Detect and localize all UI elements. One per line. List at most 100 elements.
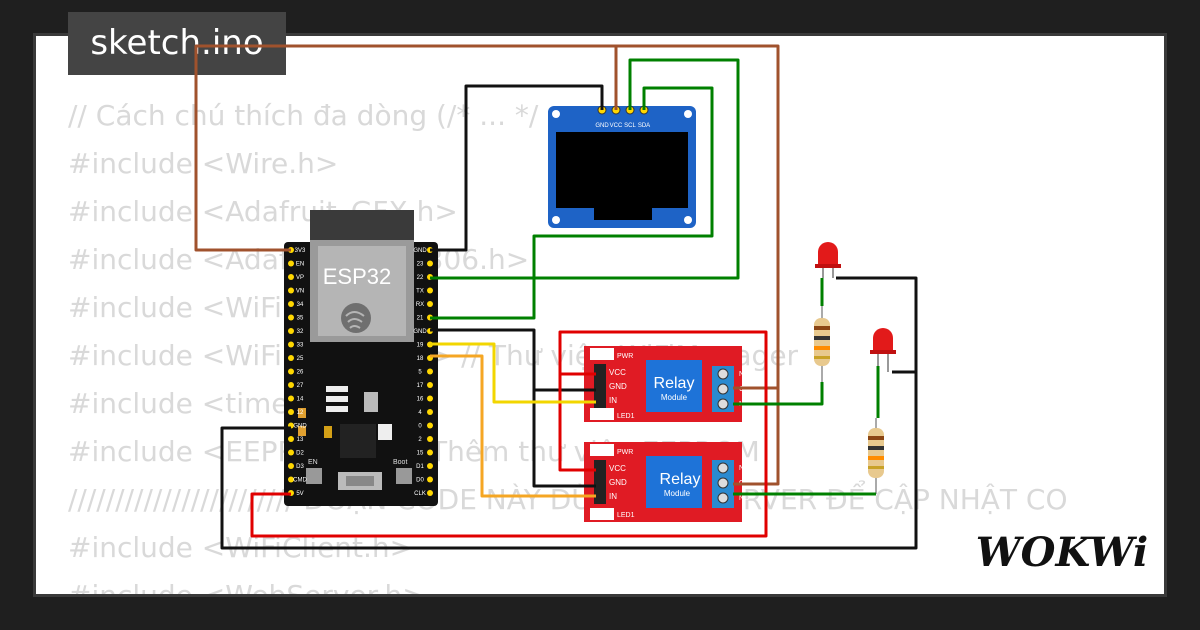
esp32-pin-27[interactable] <box>288 382 294 388</box>
esp32-left-header: 3V3ENVPVN343532332526271412GND13D2D3CMD5… <box>288 247 307 497</box>
esp32-pin-clk[interactable] <box>427 490 433 496</box>
relay2-pin-nc: NC <box>739 465 749 472</box>
relay2-title: Relay <box>660 471 701 488</box>
code-line: //////////////////////// ĐOẠN CODE NÀY D… <box>68 483 1068 516</box>
esp32-pin-4[interactable] <box>427 409 433 415</box>
esp32-pin-d0[interactable] <box>427 476 433 483</box>
wire-brown-relay-com[interactable] <box>614 44 780 486</box>
esp32-pin-vn[interactable] <box>288 287 294 294</box>
esp32-pin-35[interactable] <box>288 314 294 321</box>
esp32-pin-en[interactable] <box>288 260 294 267</box>
relay-module-2[interactable]: PWR VCC GND IN LED1 Relay Module NC COM … <box>584 442 756 522</box>
led-1[interactable] <box>815 242 841 278</box>
wire-black-relay1-gnd[interactable] <box>430 328 596 392</box>
esp32-pin-13[interactable] <box>288 436 294 442</box>
wire-green-sda[interactable] <box>430 86 714 320</box>
esp32-pin-label: 2 <box>418 437 422 443</box>
esp32-pin-14[interactable] <box>288 395 294 402</box>
esp32-pin-label: 25 <box>297 356 304 362</box>
relay1-title: Relay <box>654 375 695 392</box>
esp32-pin-25[interactable] <box>288 355 294 361</box>
relay2-pin-vcc: VCC <box>609 464 626 473</box>
esp32-pin-label: 15 <box>417 451 424 457</box>
esp32-pin-23[interactable] <box>427 260 433 267</box>
wire-red-relay2-vcc[interactable] <box>558 374 596 472</box>
esp32-pin-34[interactable] <box>288 301 294 307</box>
wire-black-relay2-gnd[interactable] <box>532 390 596 488</box>
esp32-pin-12[interactable] <box>288 409 294 415</box>
esp32-pin-2[interactable] <box>427 436 433 442</box>
esp32-board[interactable]: ESP32 EN Boot 3V3ENVPVN34353233252627141… <box>284 210 438 506</box>
wire-red-5v[interactable] <box>250 330 768 538</box>
relay1-pin-gnd: GND <box>609 382 627 391</box>
oled-pin-vcc: VCC <box>610 123 623 129</box>
esp32-pin-label: CMD <box>293 478 307 484</box>
esp32-pin-32[interactable] <box>288 328 294 334</box>
en-button[interactable] <box>306 468 322 484</box>
resistor-1[interactable] <box>814 306 830 382</box>
esp32-pin-label: 5 <box>418 370 422 376</box>
wire-green-relay1-no[interactable] <box>733 382 824 406</box>
esp32-pin-17[interactable] <box>427 382 433 388</box>
esp32-pin-d2[interactable] <box>288 449 294 456</box>
led-2[interactable] <box>870 328 896 372</box>
esp32-pin-label: 26 <box>297 370 304 376</box>
esp32-pin-rx[interactable] <box>427 301 433 307</box>
wire-orange-in2[interactable] <box>430 354 596 498</box>
esp32-pin-label: D3 <box>296 464 304 470</box>
esp32-pin-label: 35 <box>297 316 304 322</box>
espressif-logo-icon <box>341 303 371 333</box>
esp32-pin-label: GND <box>413 329 427 335</box>
esp32-pin-label: GND <box>293 424 307 430</box>
esp32-pin-0[interactable] <box>427 422 433 429</box>
esp32-pin-label: VN <box>296 289 304 295</box>
esp32-pin-label: CLK <box>414 491 426 497</box>
esp32-pin-16[interactable] <box>427 395 433 402</box>
esp32-pin-label: 18 <box>417 356 424 362</box>
oled-pin-sda: SDA <box>638 123 650 129</box>
relay2-led-label: LED1 <box>617 512 635 519</box>
wire-black-gnd-led[interactable] <box>220 276 918 550</box>
esp32-pin-label: 33 <box>297 343 304 349</box>
esp32-pin-15[interactable] <box>427 449 433 456</box>
esp32-pin-label: 34 <box>297 302 304 308</box>
relay2-pin-gnd: GND <box>609 478 627 487</box>
resistor-2[interactable] <box>868 418 884 494</box>
relay1-led-label: LED1 <box>617 413 635 420</box>
esp32-pin-label: 5V <box>296 491 303 497</box>
esp32-pin-label: 21 <box>417 316 424 322</box>
boot-label: Boot <box>393 459 407 466</box>
wire-green-scl[interactable] <box>430 58 740 280</box>
boot-button[interactable] <box>396 468 412 484</box>
esp32-pin-cmd[interactable] <box>288 476 294 483</box>
wire-yellow-in1[interactable] <box>430 342 596 404</box>
relay2-pwr-label: PWR <box>617 449 633 456</box>
oled-display[interactable]: GND VCC SCL SDA <box>548 105 696 228</box>
esp32-pin-vp[interactable] <box>288 274 294 280</box>
esp32-pin-33[interactable] <box>288 341 294 348</box>
esp32-pin-tx[interactable] <box>427 287 433 294</box>
wire-black-oled-gnd[interactable] <box>430 84 604 252</box>
esp32-pin-label: 17 <box>417 383 424 389</box>
relay2-subtitle: Module <box>664 489 691 498</box>
esp32-pin-5[interactable] <box>427 368 433 375</box>
esp32-pin-label: GND <box>413 248 427 254</box>
esp32-pin-label: 32 <box>297 329 304 335</box>
esp32-pin-label: 3V3 <box>295 248 306 254</box>
esp32-pin-label: 23 <box>417 262 424 268</box>
esp32-pin-label: 19 <box>417 343 424 349</box>
esp32-pin-label: 0 <box>418 424 422 430</box>
esp32-pin-d1[interactable] <box>427 463 433 469</box>
esp32-pin-label: 12 <box>297 410 304 416</box>
relay1-subtitle: Module <box>661 393 688 402</box>
esp32-pin-label: D2 <box>296 451 304 457</box>
esp32-pin-26[interactable] <box>288 368 294 375</box>
esp32-pin-d3[interactable] <box>288 463 294 469</box>
relay-module-1[interactable]: PWR VCC GND IN LED1 Relay Module NC COM … <box>584 346 756 422</box>
esp32-pin-label: EN <box>296 262 304 268</box>
oled-pin-gnd: GND <box>595 123 609 129</box>
esp32-pin-label: 16 <box>417 397 424 403</box>
esp32-pin-label: D1 <box>416 464 424 470</box>
relay1-pwr-label: PWR <box>617 353 633 360</box>
